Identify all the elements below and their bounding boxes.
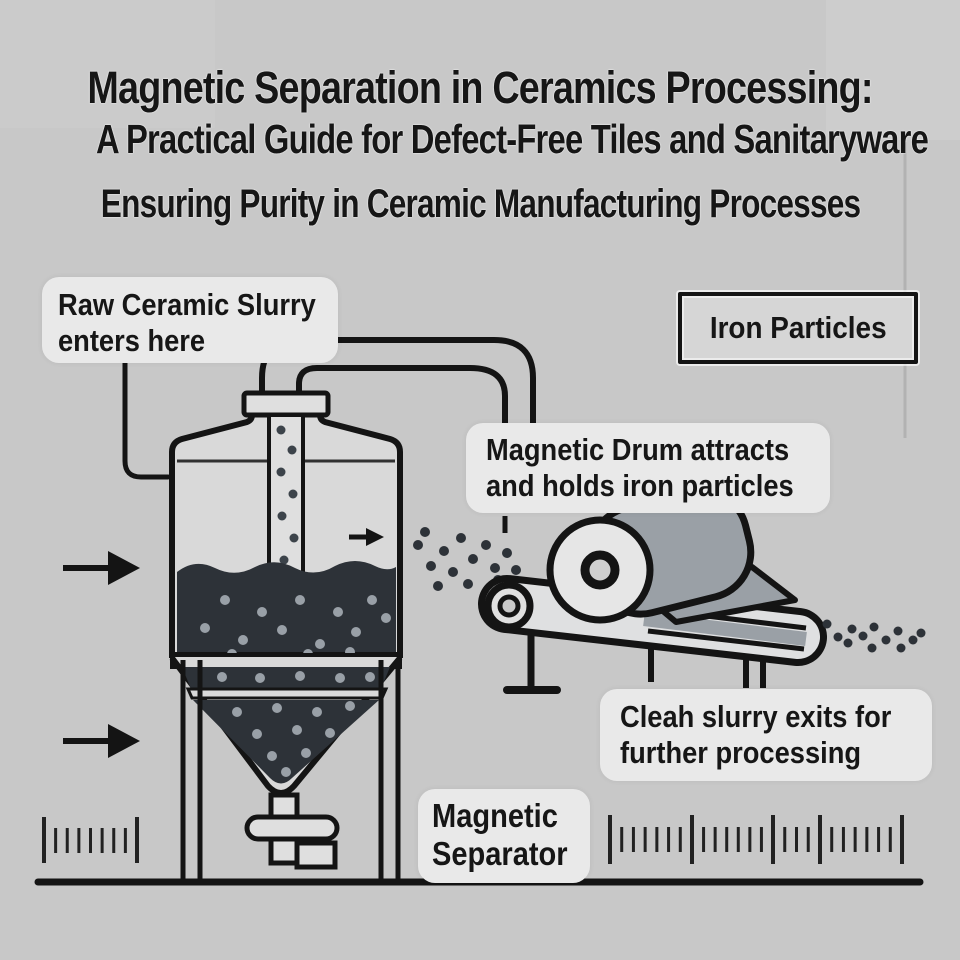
label-magnetic-drum: Magnetic Drum attracts and holds iron pa… — [466, 423, 830, 513]
slurry-fill — [177, 561, 396, 652]
label-text: and holds iron particles — [486, 467, 794, 503]
drum-hub — [580, 550, 620, 590]
tank-inlet-flange — [241, 390, 331, 418]
cone-particles — [217, 671, 375, 777]
label-magnetic-separator: Magnetic Separator — [418, 789, 590, 883]
label-text: further processing — [620, 734, 862, 770]
slurry-tank — [169, 390, 403, 880]
exit-particle-stream — [822, 619, 926, 653]
particle-stream — [413, 527, 521, 591]
label-raw-slurry: Raw Ceramic Slurry enters here — [42, 277, 338, 363]
inflow-arrow-icon — [63, 551, 140, 585]
label-text: Cleah slurry exits for — [620, 699, 892, 734]
main-title: Magnetic Separation in Ceramics Processi… — [87, 62, 873, 113]
label-text: Magnetic Drum attracts — [486, 432, 790, 467]
subtitle: A Practical Guide for Defect-Free Tiles … — [96, 116, 929, 162]
ruler-icon — [608, 815, 904, 864]
magnetic-separator-conveyor — [478, 487, 827, 694]
inlet-tube — [267, 413, 305, 575]
label-iron-particles: Iron Particles — [678, 292, 918, 364]
tank-legs — [180, 660, 401, 880]
label-text: Iron Particles — [709, 310, 887, 346]
inflow-arrow-icon — [63, 724, 140, 758]
background-patch — [826, 0, 960, 140]
ruler-icon — [42, 817, 139, 863]
label-text: enters here — [58, 322, 206, 358]
tagline: Ensuring Purity in Ceramic Manufacturing… — [100, 182, 861, 226]
label-text: Magnetic — [432, 797, 558, 834]
background-patch — [0, 0, 215, 128]
outlet-valve — [244, 792, 340, 870]
falling-particles — [276, 425, 299, 565]
label-clean-exit: Cleah slurry exits for further processin… — [600, 689, 932, 781]
label-text: Raw Ceramic Slurry — [58, 287, 316, 322]
flow-arrow-icon — [349, 528, 384, 546]
leader-line-raw-slurry — [122, 359, 171, 480]
slurry-particles — [200, 595, 391, 659]
label-text: Separator — [432, 835, 568, 873]
